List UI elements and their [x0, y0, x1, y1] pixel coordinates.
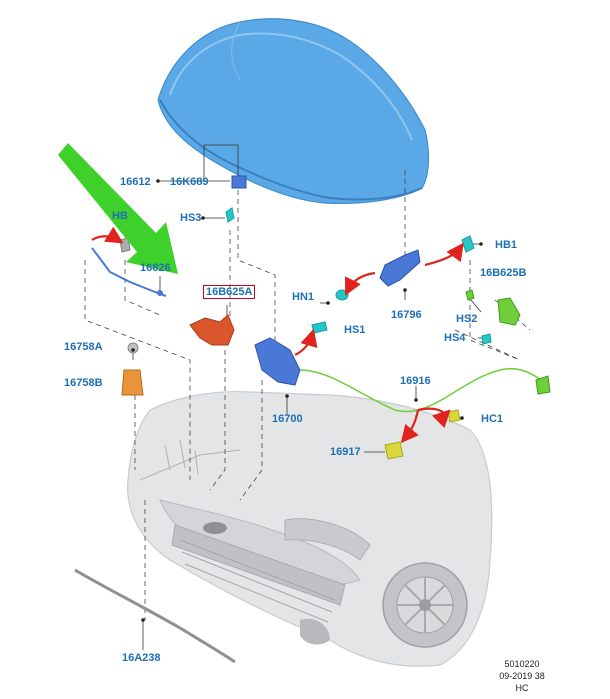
label-16612: 16612 [120, 176, 151, 188]
latch-screw [311, 321, 328, 334]
hinge-bolt [461, 235, 475, 253]
hood-prop-rod [91, 247, 167, 297]
footer-date: 09-2019 38 [499, 671, 545, 681]
footer-code: 5010220 [504, 659, 540, 669]
latch-release-handle [189, 314, 235, 346]
label-HS3: HS3 [180, 212, 202, 224]
label-16B625A: 16B625A [203, 285, 256, 299]
cable-bracket [465, 289, 551, 395]
label-16A238: 16A238 [122, 652, 161, 664]
label-HB: HB [112, 210, 128, 222]
label-16916: 16916 [400, 375, 431, 387]
hood-panel [157, 18, 429, 204]
dashed-guides [84, 170, 531, 620]
label-HS2: HS2 [456, 313, 478, 325]
vehicle-front-end [127, 391, 493, 667]
label-16758A: 16758A [64, 341, 103, 353]
leader-dots [131, 179, 483, 622]
callout-arrows [91, 226, 464, 444]
hood-stay-bracket [225, 175, 247, 223]
label-HB1: HB1 [495, 239, 518, 251]
cable-clip [447, 409, 461, 423]
green-pointer-arrow [58, 143, 178, 274]
label-16700: 16700 [272, 413, 303, 425]
label-HS1: HS1 [344, 324, 366, 336]
label-16758B: 16758B [64, 377, 103, 389]
label-16917: 16917 [330, 446, 361, 458]
hinge-nut [335, 289, 349, 301]
label-16K689: 16K689 [170, 176, 209, 188]
label-HC1: HC1 [481, 413, 504, 425]
label-16796: 16796 [391, 309, 422, 321]
hood-support-parts [121, 342, 144, 396]
cable-connector [384, 441, 404, 460]
label-HN1: HN1 [292, 291, 315, 303]
label-16826: 16826 [140, 262, 171, 274]
hood-latch [254, 337, 549, 413]
label-HS4: HS4 [444, 332, 466, 344]
label-16B625B: 16B625B [480, 267, 527, 279]
hood-hinge [379, 249, 421, 287]
footer-suffix: HC [515, 683, 529, 693]
seal-strip [74, 568, 236, 664]
